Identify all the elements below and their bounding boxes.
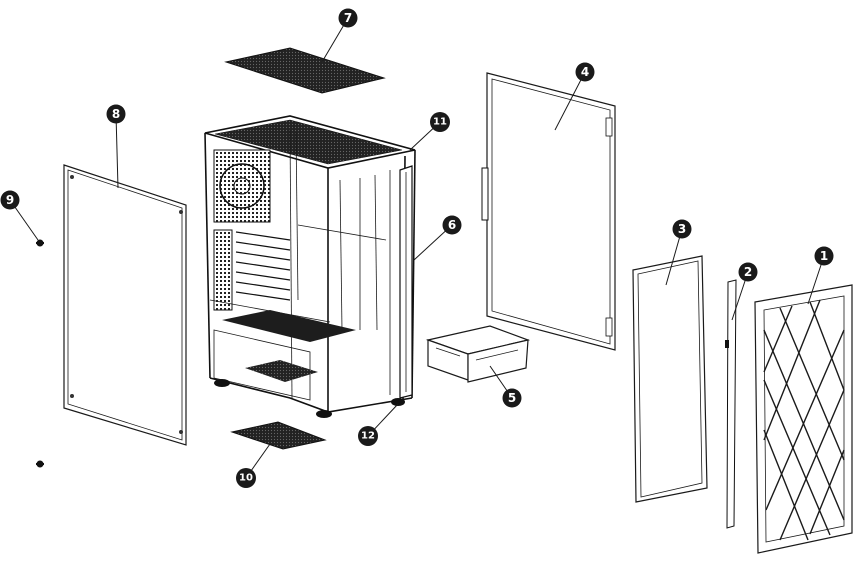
glass-side-panel <box>481 72 616 351</box>
bottom-dust-filter <box>230 421 327 450</box>
callout-4: 4 <box>575 62 595 82</box>
callout-10-label: 10 <box>239 473 253 484</box>
callout-12: 12 <box>358 426 378 446</box>
drive-cage <box>425 325 531 383</box>
top-dust-filter <box>224 47 386 94</box>
callout-11-label: 11 <box>433 117 447 128</box>
callout-8-label: 8 <box>112 107 120 121</box>
callout-8: 8 <box>106 104 126 124</box>
callout-12-label: 12 <box>361 431 375 442</box>
callout-4-label: 4 <box>581 65 589 79</box>
callout-5: 5 <box>502 388 522 408</box>
left-side-panel <box>63 164 187 446</box>
callout-11: 11 <box>430 112 450 132</box>
front-panel <box>754 284 853 554</box>
thumbscrews <box>36 239 44 468</box>
callout-6: 6 <box>442 215 462 235</box>
callout-9-label: 9 <box>6 193 14 207</box>
callout-9: 9 <box>0 190 20 210</box>
callout-3: 3 <box>672 219 692 239</box>
led-strip <box>725 279 737 529</box>
front-frame-strip <box>399 165 413 399</box>
front-dust-filter <box>632 255 708 503</box>
callout-6-label: 6 <box>448 218 456 232</box>
callout-7-label: 7 <box>344 11 352 25</box>
callout-5-label: 5 <box>508 391 516 405</box>
callout-2-label: 2 <box>744 265 752 279</box>
callout-3-label: 3 <box>678 222 686 236</box>
callout-2: 2 <box>738 262 758 282</box>
callout-10: 10 <box>236 468 256 488</box>
callout-1: 1 <box>814 246 834 266</box>
chassis <box>204 115 416 418</box>
callout-7: 7 <box>338 8 358 28</box>
callout-1-label: 1 <box>820 249 828 263</box>
